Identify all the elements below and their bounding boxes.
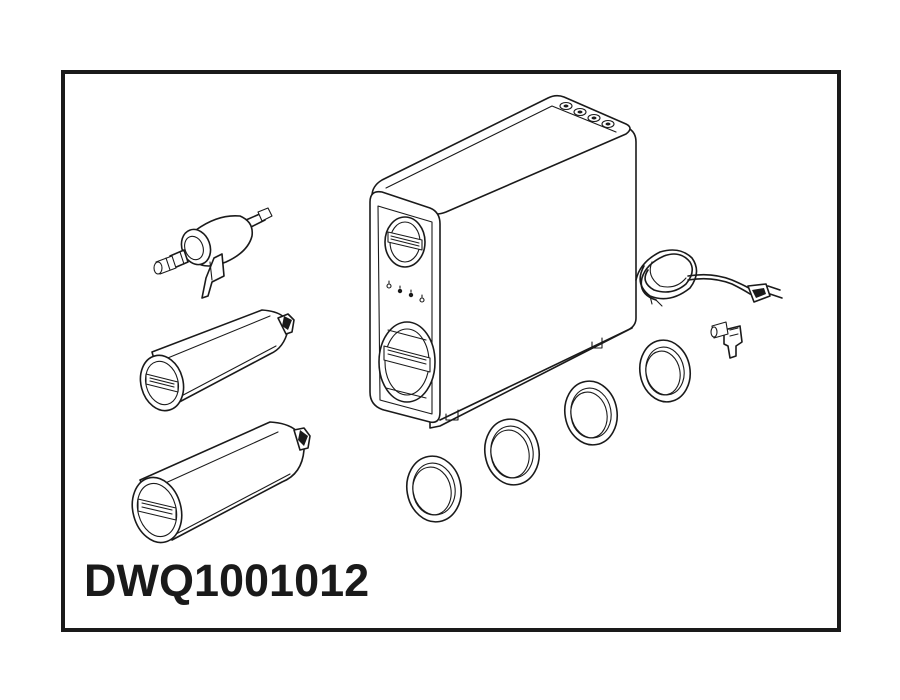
control-buttons bbox=[559, 101, 615, 129]
lower-filter-cap bbox=[378, 321, 436, 403]
filter-cartridge-large bbox=[131, 421, 311, 544]
filter-cartridge-small bbox=[139, 309, 295, 412]
sealing-ring bbox=[405, 455, 463, 523]
sealing-ring bbox=[483, 418, 541, 486]
ball-valve bbox=[710, 321, 743, 359]
power-cord bbox=[635, 249, 783, 307]
sealing-rings bbox=[405, 339, 692, 523]
model-number: DWQ1001012 bbox=[84, 555, 370, 606]
sealing-ring bbox=[638, 339, 692, 403]
faucet-valve bbox=[153, 207, 273, 299]
filter-unit bbox=[369, 94, 637, 429]
sealing-ring bbox=[563, 380, 619, 446]
indicator-lights bbox=[386, 280, 425, 303]
upper-filter-cap bbox=[384, 216, 426, 268]
